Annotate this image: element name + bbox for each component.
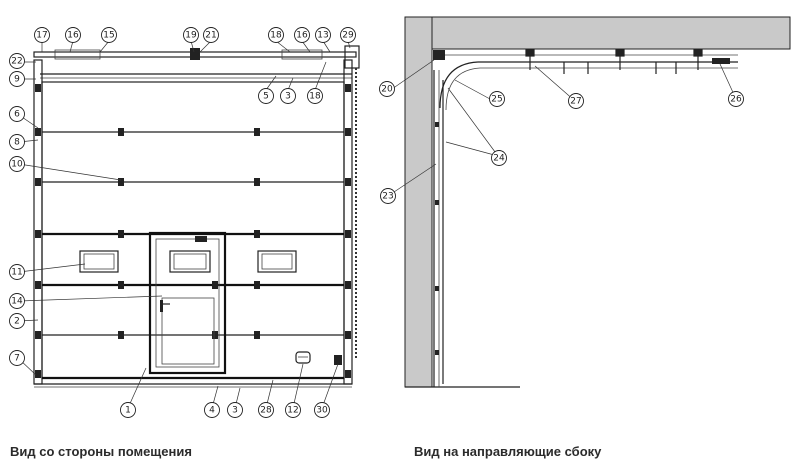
left-callout-circle xyxy=(9,134,25,150)
left-callout-label: 17 xyxy=(36,31,47,41)
left-callout-circle xyxy=(285,402,301,418)
right-leaders xyxy=(387,59,737,197)
left-callout-circle xyxy=(9,53,25,69)
spring-left xyxy=(54,49,101,60)
window-middle xyxy=(169,250,211,273)
left-callout-circle xyxy=(258,88,274,104)
left-callout-label: 29 xyxy=(342,31,354,41)
caption-left: Вид со стороны помещения xyxy=(10,444,192,459)
door-inside-view xyxy=(33,45,360,388)
left-callout-circle xyxy=(9,264,25,280)
right-callout-circle xyxy=(489,91,505,107)
left-callout-label: 11 xyxy=(11,268,22,278)
window-right xyxy=(257,250,297,273)
left-callout-label: 1 xyxy=(125,406,131,416)
left-callout-circle xyxy=(9,350,25,366)
door-handle xyxy=(160,300,163,312)
right-callout-label: 20 xyxy=(381,85,393,95)
left-callout-circle xyxy=(268,27,284,43)
ceiling xyxy=(404,16,791,77)
wall xyxy=(404,16,433,388)
left-callout-circle xyxy=(294,27,310,43)
left-callout-label: 18 xyxy=(270,31,282,41)
left-callout-label: 4 xyxy=(209,406,215,416)
left-callout-label: 7 xyxy=(14,354,20,364)
shaft-coupling xyxy=(190,48,200,60)
left-callout-circle xyxy=(314,402,330,418)
shaft-bearing xyxy=(433,50,445,60)
right-callout-circle xyxy=(728,91,744,107)
left-callout-circle xyxy=(9,156,25,172)
left-callout-label: 14 xyxy=(11,297,23,307)
left-callout-circle xyxy=(203,27,219,43)
left-callout-label: 13 xyxy=(317,31,328,41)
caption-right: Вид на направляющие сбоку xyxy=(414,444,602,459)
left-callout-label: 18 xyxy=(309,92,321,102)
right-callout-label: 24 xyxy=(493,154,505,164)
end-stop xyxy=(712,58,730,64)
left-callout-circle xyxy=(120,402,136,418)
left-callout-label: 9 xyxy=(14,75,20,85)
right-callout-label: 26 xyxy=(730,95,742,105)
left-callout-label: 16 xyxy=(67,31,79,41)
left-callout-circle xyxy=(315,27,331,43)
left-callout-circle xyxy=(65,27,81,43)
left-callout-circle xyxy=(9,293,25,309)
left-callout-label: 6 xyxy=(14,110,20,120)
left-callout-label: 2 xyxy=(14,317,20,327)
left-callout-circle xyxy=(204,402,220,418)
left-callout-circle xyxy=(9,106,25,122)
left-callout-label: 3 xyxy=(232,406,238,416)
wicket-door xyxy=(148,231,227,375)
right-callout-circle xyxy=(380,188,396,204)
chain-lock xyxy=(334,355,342,365)
callouts-right: 20 25 27 26 24 23 xyxy=(379,81,744,204)
right-callout-circle xyxy=(491,150,507,166)
left-callout-circle xyxy=(183,27,199,43)
right-callout-label: 27 xyxy=(570,97,581,107)
left-callout-circle xyxy=(34,27,50,43)
right-callout-label: 25 xyxy=(491,95,502,105)
left-callout-circle xyxy=(340,27,356,43)
left-leaders xyxy=(18,40,351,409)
left-callout-circle xyxy=(280,88,296,104)
left-callout-label: 19 xyxy=(185,31,197,41)
left-callout-label: 15 xyxy=(103,31,114,41)
left-callout-label: 8 xyxy=(14,138,20,148)
left-callout-circle xyxy=(9,71,25,87)
left-callout-circle xyxy=(307,88,323,104)
left-callout-label: 12 xyxy=(287,406,298,416)
left-callout-circle xyxy=(227,402,243,418)
right-callout-circle xyxy=(568,93,584,109)
left-callout-label: 3 xyxy=(285,92,291,102)
left-callout-circle xyxy=(9,313,25,329)
right-callout-circle xyxy=(379,81,395,97)
lift-handle xyxy=(295,351,311,364)
left-callout-circle xyxy=(258,402,274,418)
side-track-view xyxy=(404,16,791,388)
spring-right xyxy=(281,49,323,60)
left-callout-label: 16 xyxy=(296,31,308,41)
left-callout-circle xyxy=(101,27,117,43)
left-callout-label: 10 xyxy=(11,160,23,170)
window-left xyxy=(79,250,119,273)
left-callout-label: 5 xyxy=(263,92,269,102)
left-callout-label: 21 xyxy=(205,31,216,41)
left-callout-label: 30 xyxy=(316,406,328,416)
left-callout-label: 28 xyxy=(260,406,272,416)
left-callout-label: 22 xyxy=(11,57,22,67)
door-leaf xyxy=(41,81,345,379)
right-callout-label: 23 xyxy=(382,192,393,202)
